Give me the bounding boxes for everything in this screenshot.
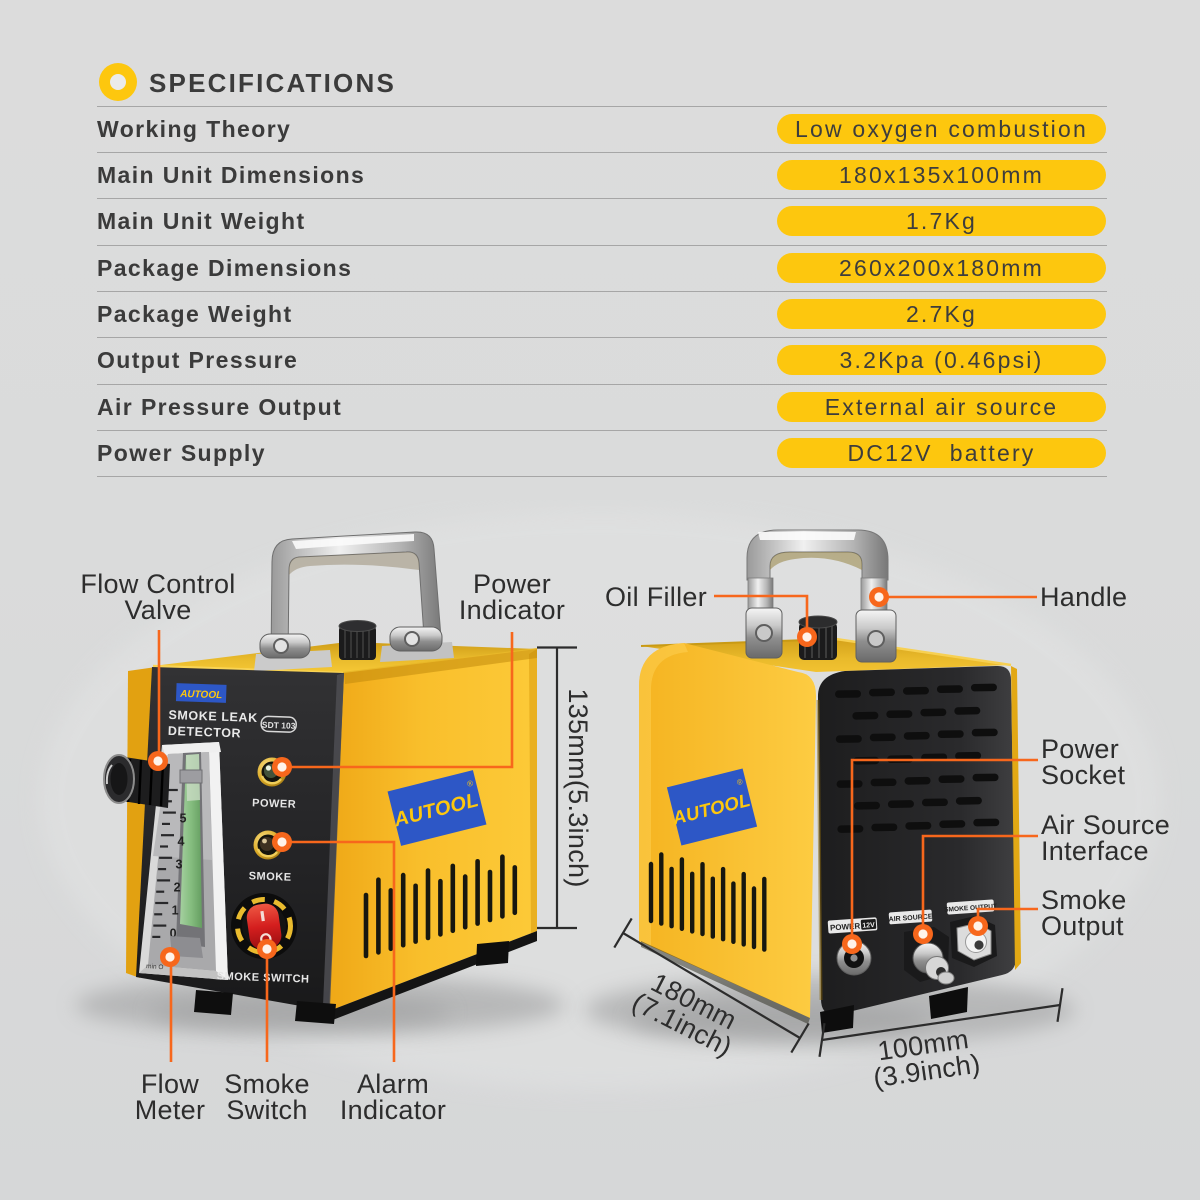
svg-text:SDT 103: SDT 103 bbox=[262, 720, 296, 731]
svg-text:2: 2 bbox=[174, 881, 181, 895]
svg-text:SMOKE: SMOKE bbox=[248, 870, 291, 883]
svg-text:SMOKE SWITCH: SMOKE SWITCH bbox=[217, 970, 310, 985]
svg-text:5: 5 bbox=[180, 812, 187, 826]
svg-text:®: ® bbox=[466, 779, 474, 789]
svg-text:POWER: POWER bbox=[830, 921, 861, 932]
svg-text:3: 3 bbox=[176, 858, 183, 872]
svg-text:AUTOOL: AUTOOL bbox=[179, 689, 222, 701]
svg-text:®: ® bbox=[736, 777, 744, 787]
svg-text:12V: 12V bbox=[862, 922, 875, 930]
svg-text:4: 4 bbox=[178, 835, 185, 849]
svg-text:min O: min O bbox=[146, 963, 164, 971]
svg-text:1: 1 bbox=[172, 904, 179, 918]
svg-text:AIR SOURCE: AIR SOURCE bbox=[888, 913, 933, 923]
svg-text:0: 0 bbox=[170, 927, 177, 941]
svg-text:POWER: POWER bbox=[252, 797, 296, 811]
svg-text:SMOKE OUTPUT: SMOKE OUTPUT bbox=[944, 903, 997, 914]
svg-text:DETECTOR: DETECTOR bbox=[168, 724, 242, 741]
svg-text:SMOKE LEAK: SMOKE LEAK bbox=[168, 708, 258, 725]
